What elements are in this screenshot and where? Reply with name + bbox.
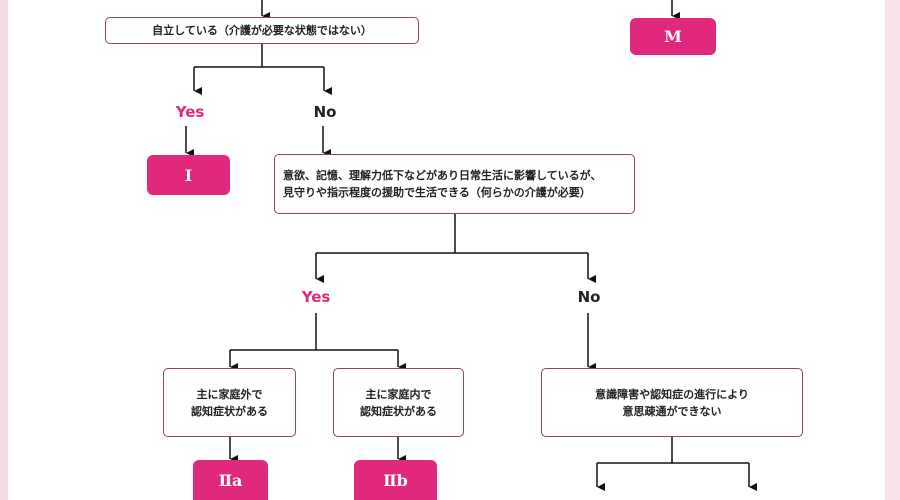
- no-label-top: No: [313, 103, 337, 121]
- communication-box: 意識障害や認知症の進行により 意思疎通ができない: [541, 368, 803, 437]
- outside-home-box: 主に家庭外で 認知症状がある: [163, 368, 296, 437]
- inside-home-line-2: 認知症状がある: [360, 404, 437, 418]
- independent-box: 自立している（介護が必要な状態ではない）: [105, 17, 419, 44]
- no-label-mid: No: [577, 288, 601, 306]
- communication-line-2: 意思疎通ができない: [622, 404, 722, 418]
- frame-left-border: [0, 0, 8, 500]
- outside-home-line-1: 主に家庭外で: [196, 387, 263, 401]
- grade-iia-badge: Ⅱa: [193, 460, 268, 500]
- grade-iib-badge: Ⅱb: [354, 460, 437, 500]
- independent-text: 自立している（介護が必要な状態ではない）: [152, 24, 372, 37]
- communication-line-1: 意識障害や認知症の進行により: [595, 387, 749, 401]
- daily-life-line-1: 意欲、記憶、理解力低下などがあり日常生活に影響しているが、: [283, 169, 602, 182]
- inside-home-line-1: 主に家庭内で: [365, 387, 432, 401]
- inside-home-box: 主に家庭内で 認知症状がある: [333, 368, 464, 437]
- grade-m-badge: M: [630, 18, 716, 55]
- grade-i-badge: I: [147, 155, 230, 195]
- yes-label-mid: Yes: [301, 288, 331, 306]
- yes-label-top: Yes: [175, 103, 205, 121]
- frame-right-border: [885, 0, 900, 500]
- outside-home-line-2: 認知症状がある: [191, 404, 268, 418]
- daily-life-line-2: 見守りや指示程度の援助で生活できる（何らかの介護が必要）: [283, 186, 591, 199]
- daily-life-box: 意欲、記憶、理解力低下などがあり日常生活に影響しているが、 見守りや指示程度の援…: [274, 154, 635, 214]
